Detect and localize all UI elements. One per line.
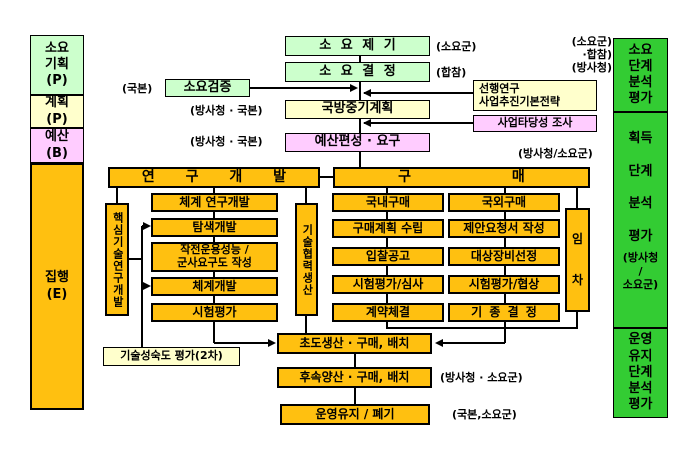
node-feasibility-study: 사업타당성 조사 [473,115,597,132]
sidebar-operation-phase-analysis: 운영 유지 단계 분석 평가 [613,328,668,418]
node-equipment-selection: 대상장비선정 [448,247,560,266]
node-bid-announcement: 입찰공고 [332,247,444,266]
node-test-eval-negotiation: 시험평가/협상 [448,275,560,294]
node-contract: 계약체결 [332,303,444,322]
node-midterm-plan: 국방중기계획 [285,100,430,119]
node-purchase-plan: 구매계획 수립 [332,219,444,238]
node-operation-disposal: 운영유지 / 폐기 [280,404,430,425]
node-budgeting: 예산편성 · 요구 [285,133,430,152]
sidebar-requirement-phase-analysis: 소요 단계 분석 평가 [613,38,668,112]
node-model-decision: 기 종 결 정 [448,303,560,322]
node-requirement-decision: 소 요 결 정 [285,62,430,82]
label-stack: (소요군) ·합참) (방사청) [571,35,612,75]
sidebar-requirement-planning: 소요 기획 (P) [30,35,84,95]
node-core-tech-rnd: 핵심기술연구개발 [105,203,129,316]
arrowheads [143,84,443,347]
sidebar-planning: 계획 (P) [30,95,84,128]
node-requirement-raise: 소 요 제 기 [285,36,430,56]
label-gukbon: (국본) [122,82,153,95]
header-rnd: 연 구 개 발 [108,167,320,188]
label-operation-disposal: (국본,소요군) [452,408,517,421]
label-bangsa-soyogun: (방사청/소요군) [518,147,593,160]
acquisition-phase-label: 획득 단계 분석 평가 [628,131,653,244]
label-hapcham: (합참) [436,66,467,79]
node-system-dev: 체계개발 [151,277,278,296]
node-foreign-purchase: 국외구매 [448,193,560,212]
header-purchase: 구 매 [333,167,590,188]
sidebar-budget: 예산 (B) [30,128,84,163]
node-follow-production: 후속양산 · 구매, 배치 [277,367,432,388]
node-requirement-verification: 소요검증 [165,79,250,97]
label-bangsa-gukbon-1: (방사청 · 국본) [190,104,263,117]
node-tech-maturity-eval: 기술성숙도 평가(2차) [103,347,240,366]
node-preliminary-research: 선행연구 사업추진기본전략 [473,80,597,111]
acquisition-phase-sublabel: (방사청 / 소요군) [622,250,659,292]
node-exploratory-dev: 탐색개발 [151,218,278,237]
sidebar-execution: 집행 (E) [30,163,84,410]
node-system-rnd: 체계 연구개발 [151,193,278,212]
node-test-evaluation: 시험평가 [151,303,278,322]
label-follow-production: (방사청 · 소요군) [440,371,523,384]
node-domestic-purchase: 국내구매 [332,193,444,212]
label-soyogun: (소요군) [436,40,477,53]
node-lease: 임 차 [565,208,590,312]
node-operational-req: 작전운용성능 / 군사요구도 작성 [151,242,278,272]
node-tech-coop-production: 기술협력생산 [295,203,318,316]
sidebar-acquisition-phase-analysis: 획득 단계 분석 평가 (방사청 / 소요군) [613,112,668,328]
label-bangsa-gukbon-2: (방사청 · 국본) [190,135,263,148]
node-test-eval-review: 시험평가/심사 [332,275,444,294]
node-initial-production: 초도생산 · 구매, 배치 [277,333,432,354]
node-rfp-writing: 제안요청서 작성 [448,219,560,238]
